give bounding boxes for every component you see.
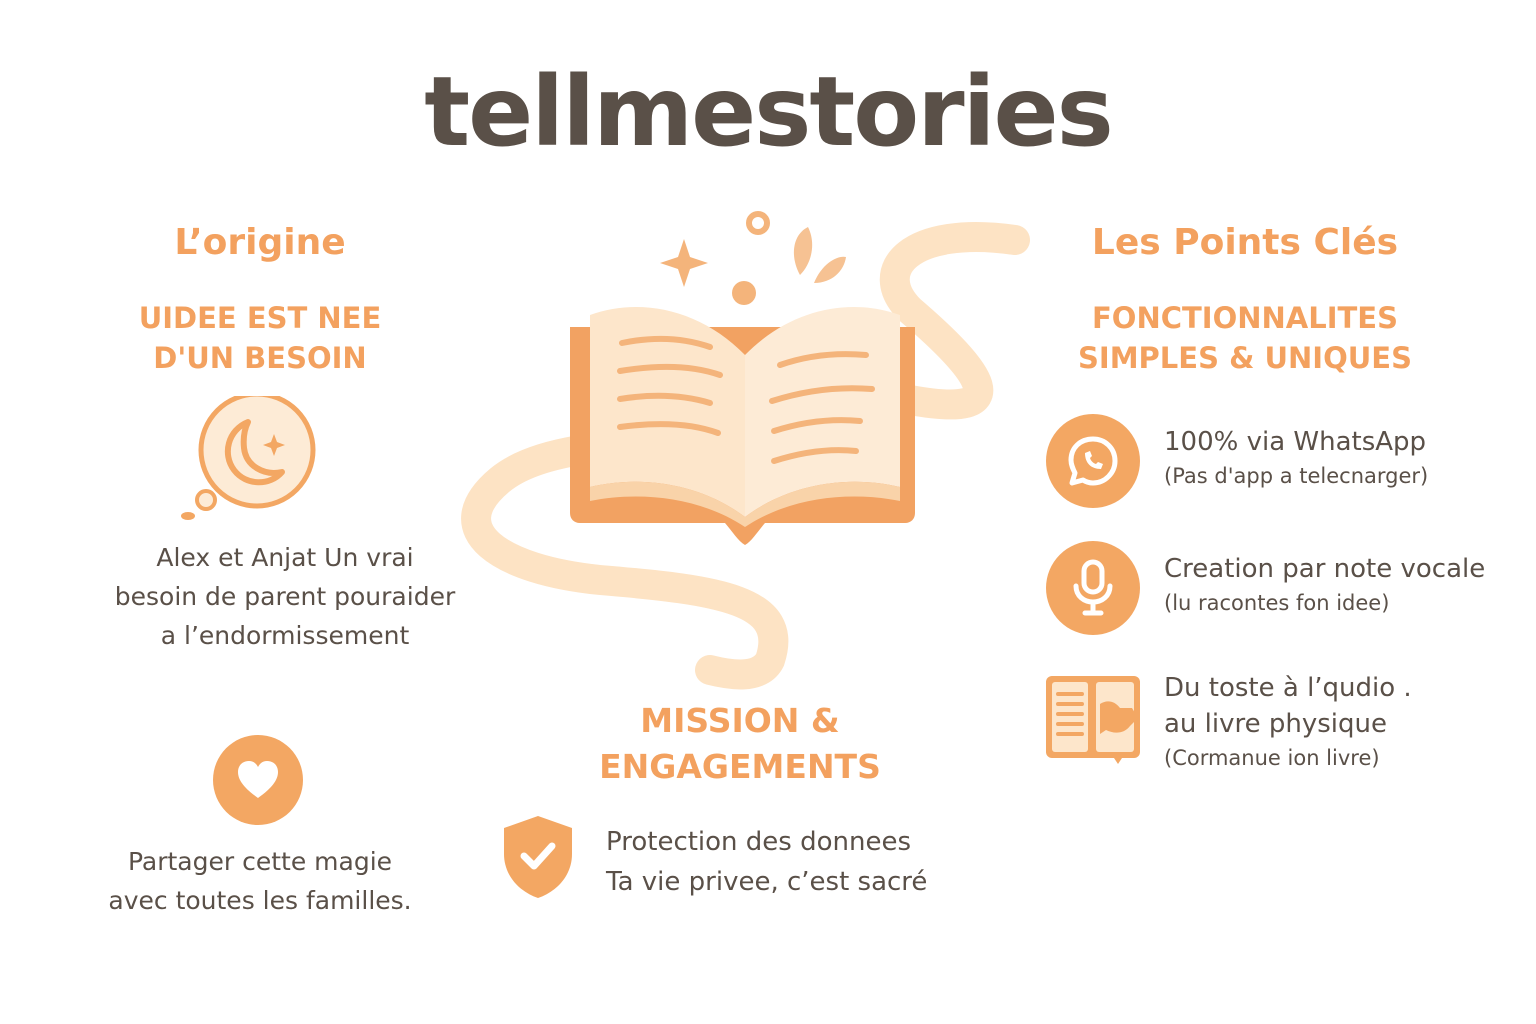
- feature-title-line2: au livre physique: [1164, 709, 1388, 739]
- feature-audio-book: Du toste à l’qudio . au livre physique (…: [1164, 670, 1524, 774]
- mission-title: MISSION & ENGAGEMENTS: [599, 701, 881, 786]
- brand-logo: tellmestories: [424, 56, 1113, 168]
- feature-title: Creation par note vocale: [1164, 554, 1486, 584]
- feature-subtitle: (Cormanue ion livre): [1164, 746, 1380, 770]
- leaf-icon: [793, 227, 813, 275]
- microphone-icon: [1046, 541, 1140, 635]
- feature-subtitle: (Pas d'app a telecnarger): [1164, 464, 1429, 488]
- feature-title-line1: Du toste à l’qudio .: [1164, 673, 1412, 703]
- open-book-illustration: [570, 211, 915, 545]
- shield-check-icon: [504, 816, 572, 898]
- ring-icon: [746, 211, 770, 235]
- sparkle-icon: [660, 239, 708, 287]
- origin-subhead: UIDEE EST NEE D'UN BESOIN: [138, 301, 382, 375]
- heart-icon: [213, 735, 303, 825]
- share-text: Partager cette magie avec toutes les fam…: [108, 847, 412, 915]
- origin-text: Alex et Anjat Un vrai besoin de parent p…: [114, 543, 456, 650]
- whatsapp-icon: [1046, 414, 1140, 508]
- book-audio-icon: [1046, 676, 1140, 764]
- dot-icon: [732, 281, 756, 305]
- key-points-title: Les Points Clés: [1091, 222, 1399, 263]
- feature-voice: Creation par note vocale (lu racontes fo…: [1164, 551, 1524, 619]
- feature-whatsapp: 100% via WhatsApp (Pas d'app a telecnarg…: [1164, 424, 1524, 492]
- key-points-subhead: FONCTIONNALITES SIMPLES & UNIQUES: [1078, 301, 1412, 375]
- origin-title: L’origine: [174, 222, 346, 263]
- feature-title: 100% via WhatsApp: [1164, 427, 1427, 457]
- mission-text: Protection des donnees Ta vie privee, c’…: [606, 827, 928, 897]
- moon-icon: [181, 396, 316, 520]
- feature-subtitle: (lu racontes fon idee): [1164, 591, 1390, 615]
